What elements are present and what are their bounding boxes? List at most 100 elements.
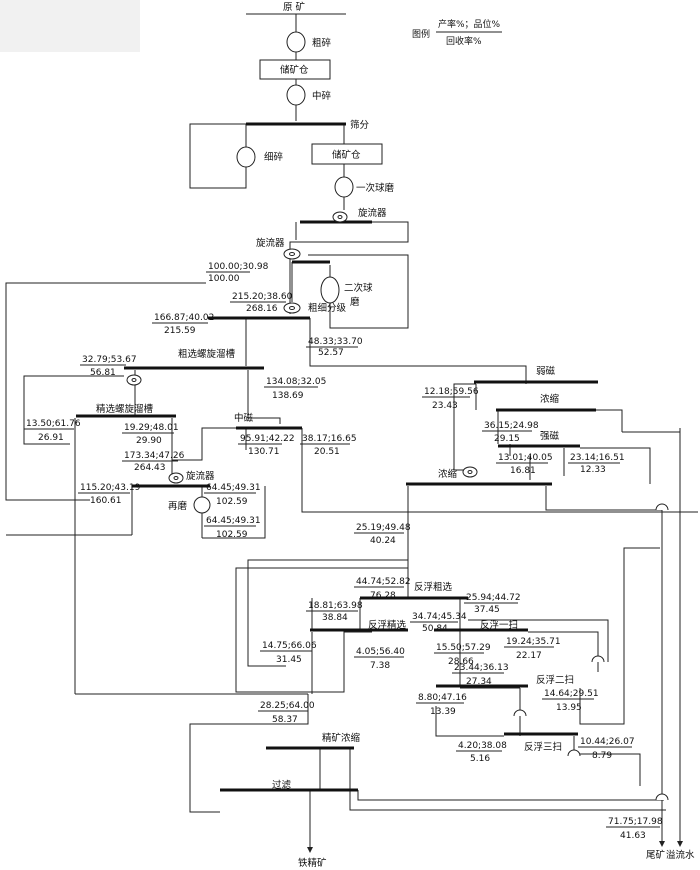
stream-value-31: 28.25;64.00 58.37 (258, 701, 315, 725)
stream-value-text: 23.43 (432, 401, 458, 411)
stream-value-text: 32.79;53.67 (82, 355, 137, 365)
stream-value-text: 215.20;38.60 (232, 292, 293, 302)
legend-label: 图例 (412, 28, 430, 40)
stream-value-text: 37.45 (474, 605, 500, 615)
stream-value-16: 36.15;24.98 29.15 (482, 421, 539, 444)
thicken1-label: 浓缩 (540, 393, 560, 405)
stream-value-text: 23.14;16.51 (570, 453, 625, 463)
stream-value-text: 4.20;38.08 (458, 741, 507, 751)
ore-bin1-label: 储矿仓 (280, 64, 309, 76)
conc-thicken-label: 精矿浓缩 (322, 732, 361, 744)
stream-value-text: 64.45;49.31 (206, 483, 261, 493)
stream-value-24: 14.75;66.06 31.45 (260, 641, 317, 665)
stream-value-text: 13.01;40.05 (498, 453, 553, 463)
legend-bottom: 回收率% (446, 35, 482, 47)
stream-value-text: 64.45;49.31 (206, 516, 261, 526)
stream-value-10: 38.17;16.65 20.51 (300, 434, 357, 457)
mid-mag-label: 中磁 (234, 412, 254, 424)
stream-value-7: 13.50;61.76 26.91 (24, 419, 81, 443)
stream-value-text: 20.51 (314, 447, 340, 457)
stream-value-text: 58.37 (272, 715, 298, 725)
mid-crush-label: 中碎 (312, 90, 332, 102)
stream-value-text: 29.90 (136, 436, 162, 446)
rev-scav1-label: 反浮一扫 (480, 619, 518, 631)
stream-value-text: 36.15;24.98 (484, 421, 539, 431)
stream-value-text: 166.87;40.02 (154, 313, 214, 323)
rev-clean-label: 反浮精选 (368, 619, 407, 631)
regrind-mill-icon (193, 496, 211, 514)
stream-value-text: 7.38 (370, 661, 390, 671)
ball-mill1-label: 一次球磨 (356, 182, 395, 194)
stream-value-15: 12.18;59.56 23.43 (422, 387, 479, 411)
stream-value-text: 22.17 (516, 651, 542, 661)
filter-label: 过滤 (272, 779, 292, 791)
stream-value-text: 8.80;47.16 (418, 693, 467, 703)
stream-value-3: 166.87;40.02 215.59 (152, 313, 214, 336)
stream-value-text: 160.61 (90, 496, 122, 506)
fine-spiral-label: 精选螺旋溜槽 (96, 403, 154, 415)
stream-value-text: 41.63 (620, 831, 646, 841)
stream-value-text: 29.15 (494, 434, 520, 444)
stream-value-text: 13.39 (430, 707, 456, 717)
stream-value-text: 268.16 (246, 304, 278, 314)
stream-value-26: 15.50;57.29 28.66 (434, 643, 491, 667)
stream-value-text: 13.50;61.76 (26, 419, 81, 429)
stream-value-text: 13.95 (556, 703, 582, 713)
corner-block (0, 0, 140, 52)
stream-value-text: 38.17;16.65 (302, 434, 357, 444)
stream-value-text: 130.71 (248, 447, 280, 457)
stream-value-text: 26.91 (38, 433, 64, 443)
stream-value-text: 12.33 (580, 465, 606, 475)
legend-top: 产率%；品位% (438, 18, 501, 30)
ore-bin2-label: 储矿仓 (332, 149, 361, 161)
screen-label: 筛分 (350, 119, 370, 131)
overflow-label: 溢流水 (666, 849, 695, 861)
stream-value-text: 15.50;57.29 (436, 643, 491, 653)
stream-value-text: 27.34 (466, 677, 492, 687)
stream-value-text: 50.84 (422, 624, 448, 634)
stream-value-text: 215.59 (164, 326, 196, 336)
ball-mill2-label-b: 磨 (350, 297, 360, 308)
stream-value-9: 95.91;42.22 130.71 (238, 434, 295, 457)
stream-value-text: 115.20;43.19 (80, 483, 141, 493)
stream-value-text: 38.84 (322, 613, 348, 623)
ball-mill-1-icon (334, 176, 354, 198)
stream-value-text: 76.28 (370, 591, 396, 601)
stream-value-text: 12.18;59.56 (424, 387, 479, 397)
ball-mill-2-icon (320, 276, 340, 304)
coarse-crusher-icon (286, 31, 306, 53)
stream-value-text: 14.75;66.06 (262, 641, 317, 651)
stream-value-28: 23.44;36.13 27.34 (452, 663, 509, 687)
stream-value-text: 28.66 (448, 657, 474, 667)
stream-value-text: 95.91;42.22 (240, 434, 295, 444)
thicken2-label: 浓缩 (438, 468, 458, 480)
rev-scav2-label: 反浮二扫 (536, 674, 574, 686)
ore-bin-1-icon (259, 59, 331, 80)
classify-label: 粗细分级 (308, 302, 347, 314)
cyclone2-label: 旋流器 (256, 237, 285, 249)
rev-rough-label: 反浮粗选 (414, 581, 453, 593)
stream-value-text: 48.33;33.70 (308, 337, 363, 347)
flow-lines (5, 13, 698, 853)
stream-value-text: 31.45 (276, 655, 302, 665)
node-labels: 原 矿 粗碎 储矿仓 中碎 筛分 细碎 储矿仓 一次球磨 旋流器 旋流器 二次球… (96, 1, 695, 869)
stream-value-2: 215.20;38.60 268.16 (230, 292, 293, 314)
mid-crusher-icon (286, 84, 306, 106)
equipment-shapes (126, 31, 669, 801)
stream-value-text: 173.34;47.26 (124, 451, 185, 461)
ore-label: 原 矿 (283, 1, 306, 13)
stream-value-text: 23.44;36.13 (454, 663, 509, 673)
stream-value-32: 4.20;38.085.16 (456, 741, 507, 764)
stream-value-text: 8.79 (592, 751, 612, 761)
stream-value-text: 52.57 (318, 348, 344, 358)
stream-value-text: 25.19;49.48 (356, 523, 411, 533)
stream-value-12: 115.20;43.19 160.61 (78, 483, 141, 506)
stream-value-text: 28.25;64.00 (260, 701, 315, 711)
stream-value-text: 100.00 (208, 274, 240, 284)
